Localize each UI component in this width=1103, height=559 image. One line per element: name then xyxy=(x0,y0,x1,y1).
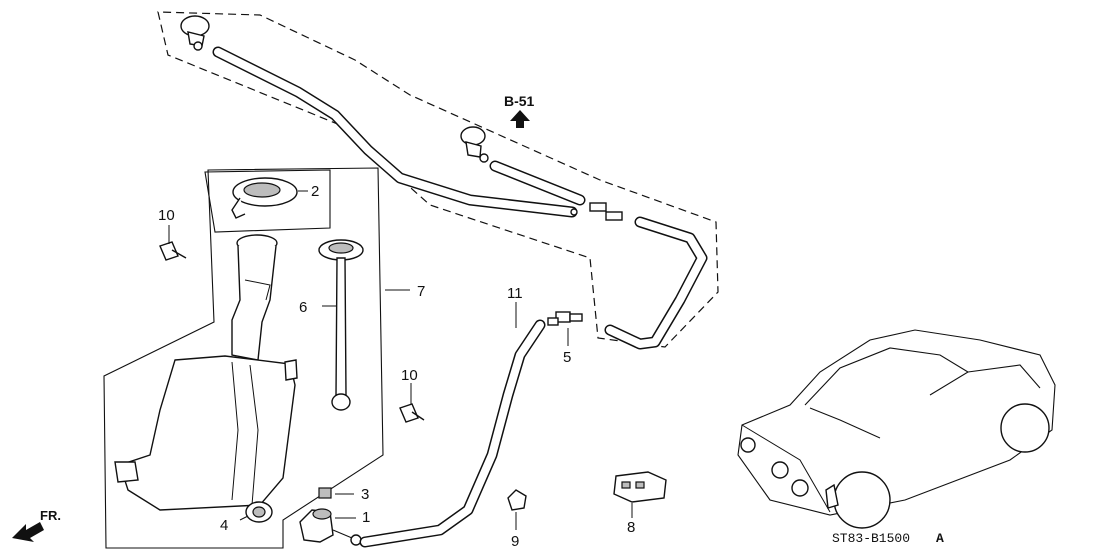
callout-1: 1 xyxy=(362,509,370,526)
callout-5: 5 xyxy=(563,349,571,366)
filler-neck xyxy=(231,234,278,361)
callout-10-lower: 10 xyxy=(401,367,418,384)
seal xyxy=(318,487,332,499)
drawing-code: ST83-B1500 xyxy=(832,531,910,546)
motor-connector xyxy=(613,471,667,503)
grommet xyxy=(245,501,273,523)
cap-subgroup-frame xyxy=(204,169,331,233)
tube-clip xyxy=(507,489,527,511)
flange-bolt-lower xyxy=(399,403,425,423)
washer-motor xyxy=(299,508,362,546)
reference-label: B-51 xyxy=(504,93,535,109)
front-direction-label: FR. xyxy=(40,508,61,523)
hose-joint-upper xyxy=(570,202,623,221)
level-gauge xyxy=(318,239,364,411)
callout-6: 6 xyxy=(299,299,307,316)
leader-lines xyxy=(168,190,633,530)
callout-4: 4 xyxy=(220,517,228,534)
callout-10-upper: 10 xyxy=(158,207,175,224)
tee-joint xyxy=(547,311,583,326)
callout-3: 3 xyxy=(361,486,369,503)
vehicle-location-illustration xyxy=(737,329,1056,529)
washer-reservoir xyxy=(114,355,298,511)
washer-nozzle-left xyxy=(180,15,210,51)
drawing-revision: A xyxy=(936,531,944,546)
reservoir-group-frame xyxy=(103,167,384,549)
callout-2: 2 xyxy=(311,183,319,200)
callout-9: 9 xyxy=(511,533,519,550)
callout-8: 8 xyxy=(627,519,635,536)
flange-bolt-upper xyxy=(159,241,187,261)
callout-11: 11 xyxy=(507,285,523,302)
up-arrow-icon xyxy=(510,110,530,128)
callout-7: 7 xyxy=(417,283,425,300)
washer-nozzle-right xyxy=(460,126,489,163)
reservoir-cap xyxy=(231,177,298,219)
front-direction-arrow-icon xyxy=(12,522,44,542)
